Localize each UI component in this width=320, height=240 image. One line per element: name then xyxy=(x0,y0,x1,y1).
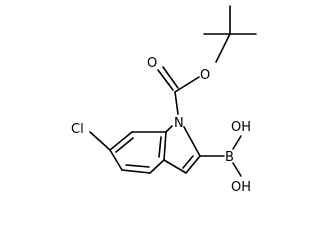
chlorine-label: Cl xyxy=(71,122,84,137)
carbonyl-double-bond-b xyxy=(162,66,179,89)
nitrogen-label: N xyxy=(174,116,184,131)
ring-bond-c3-c3a xyxy=(163,159,187,174)
boron-to-hydroxyl-top-bond xyxy=(232,135,242,150)
pyrrole-ring xyxy=(163,125,201,174)
boron-to-hydroxyl-bottom-bond xyxy=(232,162,242,177)
hydroxyl-top-label: OH xyxy=(231,120,251,135)
tbu-to-oxygen-bond xyxy=(215,33,231,63)
ring-bond-n1-c2 xyxy=(183,126,201,157)
boc-carbamate xyxy=(157,66,200,115)
ring-bond-c2-c3 xyxy=(185,155,201,174)
ring-inner-bond-c2-c3 xyxy=(182,155,194,169)
chemical-structure: Cl N O O B OH OH xyxy=(71,5,257,195)
hydroxyl-bottom-label: OH xyxy=(231,180,251,195)
benzene-ring xyxy=(109,131,167,174)
ring-inner-bond-c7-c6 xyxy=(115,137,134,153)
ring-inner-bond-c5-c4 xyxy=(125,164,150,168)
carbonyl-to-nitrogen-bond xyxy=(174,91,179,115)
boron-label: B xyxy=(225,150,234,165)
ring-bond-c3a-c7a xyxy=(163,131,167,161)
tert-butyl-group xyxy=(203,5,257,63)
ring-bond-c4-c3a xyxy=(149,159,165,174)
ester-oxygen-to-carbonyl-bond xyxy=(174,76,200,93)
ester-oxygen-label: O xyxy=(200,68,210,83)
carbonyl-double-bond-a xyxy=(157,69,174,91)
chlorine-bond xyxy=(89,131,111,151)
ring-bond-c7-c6 xyxy=(109,131,133,151)
carbonyl-oxygen-label: O xyxy=(147,56,157,71)
ring-bond-n1-c7a xyxy=(165,125,173,133)
boronic-acid-group xyxy=(199,135,242,177)
ring-inner-bond-c3a-c7a xyxy=(158,136,162,158)
ring-bond-c6-c5 xyxy=(109,149,123,171)
ring-bond-c5-c4 xyxy=(121,169,151,174)
